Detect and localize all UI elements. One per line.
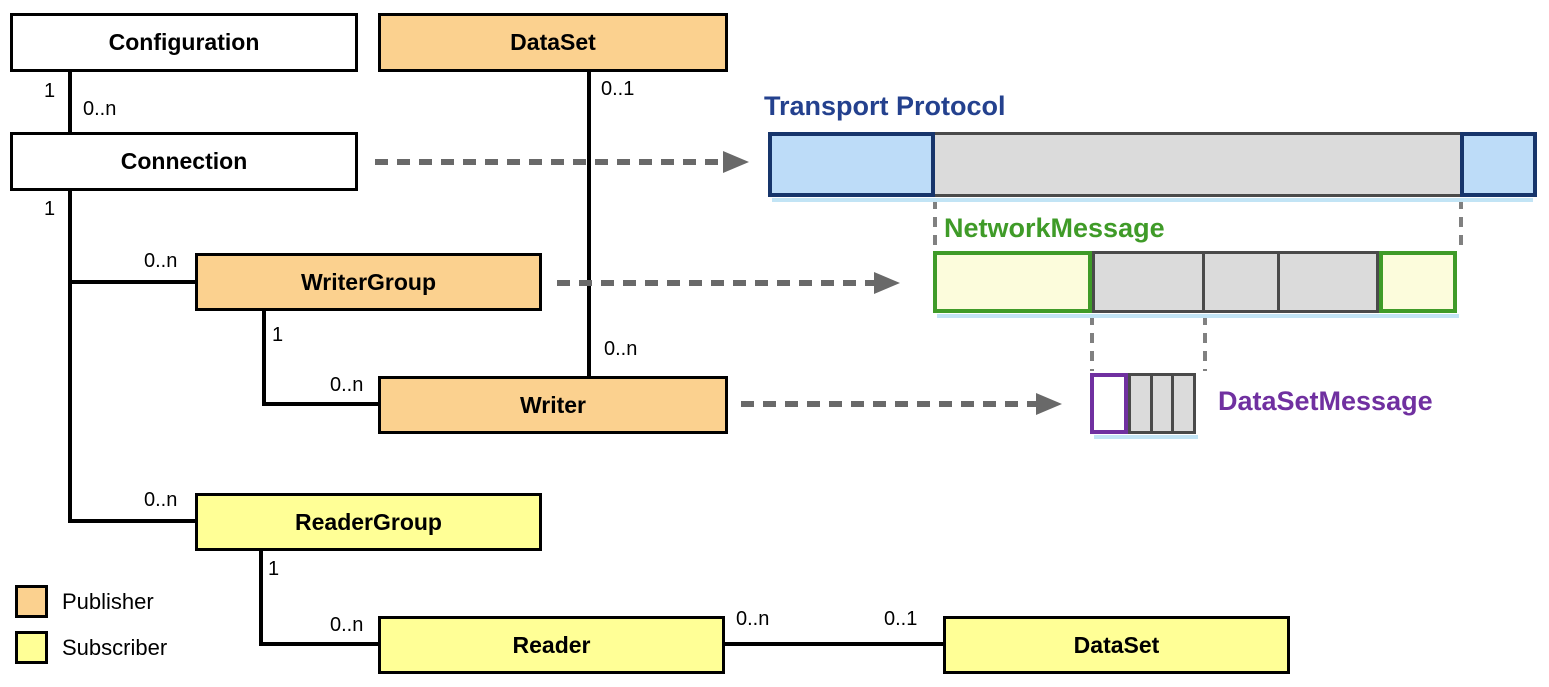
connector-transport-network-left (933, 199, 937, 250)
arrow-connection-to-transport (375, 159, 725, 165)
node-dataset-bottom-label: DataSet (1073, 631, 1160, 658)
line-connection-to-writergroup (68, 280, 196, 284)
node-writergroup-label: WriterGroup (300, 268, 437, 295)
node-reader-label: Reader (512, 631, 591, 658)
node-writergroup: WriterGroup (195, 253, 542, 311)
multiplicity-reader-dataset-0n: 0..n (736, 608, 770, 630)
datasetmessage-header-segment (1090, 373, 1128, 434)
transport-protocol-label: Transport Protocol (764, 91, 1006, 121)
node-configuration: Configuration (10, 13, 358, 72)
line-readergroup-to-reader (259, 642, 380, 646)
networkmessage-bar-shadow (937, 314, 1459, 318)
transport-protocol-bar (768, 132, 1537, 197)
line-writergroup-to-writer (262, 402, 380, 406)
connector-network-datasetmessage-left (1090, 315, 1094, 371)
multiplicity-dataset-top-01: 0..1 (601, 78, 635, 100)
line-connection-to-readergroup (68, 519, 196, 523)
connector-network-datasetmessage-right (1203, 315, 1207, 371)
arrow-writer-to-datasetmessage (741, 401, 1037, 407)
networkmessage-label: NetworkMessage (944, 213, 1165, 243)
datasetmessage-label: DataSetMessage (1218, 386, 1433, 416)
transport-payload-segment (931, 132, 1464, 197)
node-dataset-bottom: DataSet (943, 616, 1290, 674)
arrowhead-writergroup-to-networkmessage (874, 272, 900, 294)
transport-bar-shadow (772, 198, 1533, 202)
multiplicity-connection-1: 1 (44, 198, 56, 220)
multiplicity-writergroup-1: 1 (272, 324, 284, 346)
node-writer: Writer (378, 376, 728, 434)
legend-publisher-swatch (15, 585, 48, 618)
multiplicity-writergroup-0n: 0..n (144, 250, 178, 272)
datasetmessage-bar (1090, 373, 1202, 434)
line-connection-trunk (68, 189, 72, 523)
node-readergroup-label: ReaderGroup (295, 508, 442, 535)
line-reader-to-dataset (723, 642, 945, 646)
line-configuration-to-connection (68, 72, 72, 134)
arrow-writergroup-to-networkmessage (557, 280, 875, 286)
legend-subscriber-swatch (15, 631, 48, 664)
datasetmessage-bar-shadow (1094, 435, 1198, 439)
networkmessage-footer-segment (1379, 251, 1457, 313)
multiplicity-configuration-1: 1 (44, 80, 56, 102)
multiplicity-writer-0n: 0..n (330, 374, 364, 396)
multiplicity-dataset-bottom-01: 0..1 (884, 608, 918, 630)
node-connection-label: Connection (120, 148, 248, 174)
line-writergroup-down (262, 310, 266, 406)
node-readergroup: ReaderGroup (195, 493, 542, 551)
node-reader: Reader (378, 616, 725, 674)
datasetmessage-field-segment-3 (1171, 373, 1196, 434)
networkmessage-header-segment (933, 251, 1092, 313)
transport-footer-segment (1460, 132, 1537, 197)
node-connection: Connection (10, 132, 358, 191)
multiplicity-readergroup-1: 1 (268, 558, 280, 580)
arrowhead-writer-to-datasetmessage (1036, 393, 1062, 415)
line-readergroup-down (259, 550, 263, 646)
transport-header-segment (768, 132, 935, 197)
legend-publisher-label: Publisher (62, 589, 154, 614)
node-writer-label: Writer (519, 391, 587, 418)
multiplicity-connection-0n: 0..n (83, 98, 117, 120)
networkmessage-payload-segment-1 (1092, 251, 1205, 313)
node-dataset-top: DataSet (378, 13, 728, 72)
multiplicity-writer-dataset-0n: 0..n (604, 338, 638, 360)
networkmessage-payload-segment-2 (1202, 251, 1280, 313)
legend-subscriber-label: Subscriber (62, 635, 168, 660)
connector-transport-network-right (1459, 199, 1463, 250)
line-dataset-to-writer (587, 71, 591, 377)
networkmessage-bar (933, 251, 1463, 313)
node-configuration-label: Configuration (108, 29, 260, 55)
node-dataset-top-label: DataSet (510, 29, 596, 55)
multiplicity-reader-0n: 0..n (330, 614, 364, 636)
arrowhead-connection-to-transport (723, 151, 749, 173)
multiplicity-readergroup-0n: 0..n (144, 489, 178, 511)
networkmessage-payload-segment-3 (1277, 251, 1379, 313)
